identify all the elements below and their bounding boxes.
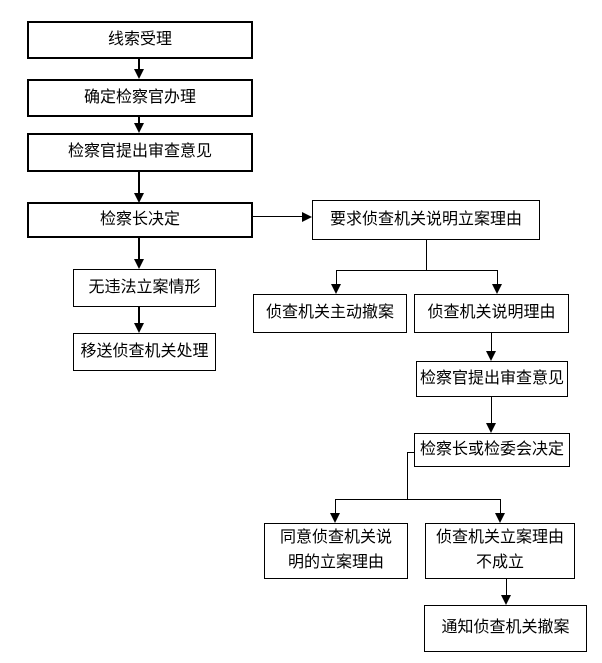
arrow-chief-to-noillegal-line	[138, 238, 140, 260]
node-prosecutor-review-opinion: 检察官提出审查意见	[27, 133, 253, 172]
node-organ-explains-reasons: 侦查机关说明理由	[414, 294, 569, 333]
connector-request-split-stem	[426, 240, 427, 270]
node-chief-prosecutor-decision: 检察长决定	[27, 202, 253, 238]
node-organ-voluntary-withdrawal: 侦查机关主动撤案	[253, 294, 407, 333]
node-transfer-to-investigation-organ: 移送侦查机关处理	[73, 333, 216, 371]
arrow-to-voluntary-withdrawal-line	[336, 270, 337, 285]
arrow-to-not-established-head	[495, 513, 505, 523]
arrow-notestablished-to-notify-head	[501, 595, 511, 605]
connector-committee-elbow-horizontal	[407, 452, 415, 453]
node-clue-acceptance: 线索受理	[27, 21, 253, 59]
arrow-assign-to-review-line	[138, 117, 140, 125]
arrow-notestablished-to-notify-line	[506, 579, 507, 596]
arrow-chief-to-noillegal-head	[134, 259, 144, 269]
node-prosecutor-review-opinion-2: 检察官提出审查意见	[416, 361, 568, 397]
arrow-review-to-chief-head	[134, 193, 144, 203]
connector-committee-split-bar	[335, 499, 501, 500]
node-agree-filing-reasons: 同意侦查机关说 明的立案理由	[264, 523, 408, 579]
arrow-to-organ-explains-line	[497, 270, 498, 285]
node-filing-reasons-not-established: 侦查机关立案理由 不成立	[425, 523, 575, 579]
arrow-to-organ-explains-head	[492, 284, 502, 294]
arrow-to-agree-reasons-head	[330, 513, 340, 523]
arrow-noillegal-to-transfer-head	[134, 323, 144, 333]
arrow-review-to-chief-line	[138, 172, 140, 194]
arrow-clue-to-assign-line	[138, 59, 140, 70]
arrow-to-not-established-line	[500, 499, 501, 514]
arrow-clue-to-assign-head	[134, 69, 144, 79]
node-no-illegal-filing: 无违法立案情形	[73, 269, 216, 307]
node-chief-or-committee-decision: 检察长或检委会决定	[414, 433, 570, 467]
arrow-noillegal-to-transfer-line	[138, 307, 140, 324]
arrow-explains-to-review2-head	[486, 351, 496, 361]
arrow-chief-to-request-head	[302, 212, 312, 222]
arrow-explains-to-review2-line	[491, 333, 492, 352]
arrow-to-voluntary-withdrawal-head	[331, 284, 341, 294]
connector-committee-elbow-vertical	[407, 452, 408, 500]
arrow-review2-to-committee-head	[486, 423, 496, 433]
node-request-filing-justification: 要求侦查机关说明立案理由	[312, 200, 540, 240]
node-assign-prosecutor: 确定检察官办理	[27, 79, 253, 117]
node-notify-organ-withdraw-case: 通知侦查机关撤案	[424, 605, 587, 652]
arrow-to-agree-reasons-line	[335, 499, 336, 514]
arrow-assign-to-review-head	[134, 123, 144, 133]
arrow-review2-to-committee-line	[491, 397, 492, 424]
arrow-chief-to-request-line	[253, 216, 303, 217]
connector-request-split-bar	[336, 270, 498, 271]
